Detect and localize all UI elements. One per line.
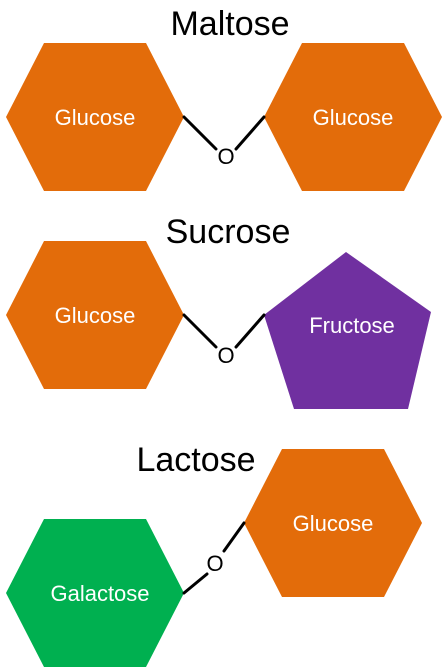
maltose-left-glucose-hexagon: [6, 43, 184, 191]
lactose-bond-left: [182, 572, 209, 595]
maltose-right-glucose-label: Glucose: [313, 105, 394, 130]
maltose-bond-left: [182, 115, 218, 151]
maltose-oxygen: O: [217, 144, 234, 169]
lactose-glucose-label: Glucose: [293, 511, 374, 536]
maltose-right-glucose-hexagon: [264, 43, 442, 191]
sucrose-title: Sucrose: [166, 213, 291, 251]
sucrose-oxygen: O: [217, 343, 234, 368]
sucrose-glucose-hexagon: [6, 241, 184, 389]
sucrose-fructose-pentagon: [264, 252, 431, 409]
lactose-glucose-hexagon: [244, 449, 422, 597]
lactose-oxygen: O: [206, 551, 223, 576]
sucrose-bond-right: [234, 313, 266, 349]
sucrose-bond-left: [182, 313, 218, 349]
maltose-group: Maltose Glucose Glucose O: [6, 5, 442, 191]
lactose-galactose-label: Galactose: [50, 581, 149, 606]
lactose-bond-right: [222, 521, 246, 553]
maltose-bond-right: [234, 115, 266, 151]
lactose-group: Lactose Galactose Glucose O: [6, 441, 422, 667]
maltose-title: Maltose: [170, 5, 289, 43]
lactose-title: Lactose: [136, 441, 255, 479]
lactose-galactose-hexagon: [6, 519, 184, 667]
sucrose-fructose-label: Fructose: [309, 313, 395, 338]
maltose-left-glucose-label: Glucose: [55, 105, 136, 130]
sucrose-group: Sucrose Glucose Fructose O: [6, 213, 431, 409]
sucrose-glucose-label: Glucose: [55, 303, 136, 328]
